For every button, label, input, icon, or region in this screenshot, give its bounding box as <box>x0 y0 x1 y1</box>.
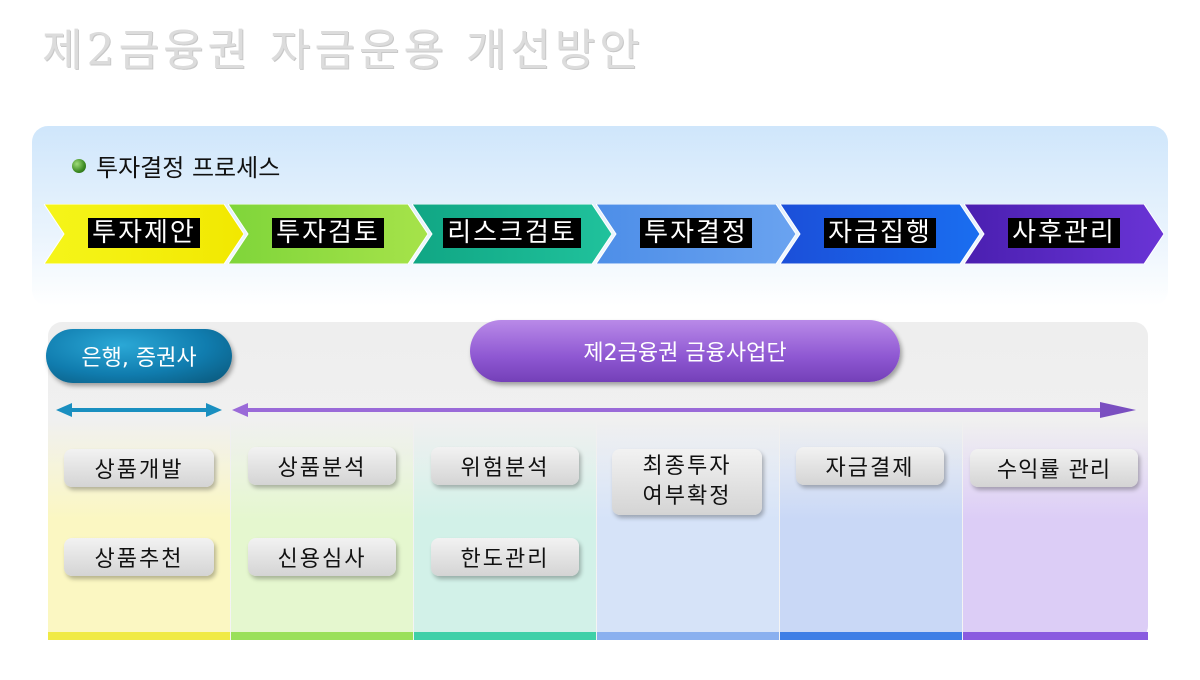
tag-credit-review: 신용심사 <box>248 538 396 576</box>
biz-scope-arrow <box>232 402 1136 418</box>
step-4-label: 투자결정 <box>640 218 752 248</box>
column-5-bar <box>780 632 962 640</box>
process-heading-text: 투자결정 프로세스 <box>96 154 281 182</box>
tag-final-decision-line2: 여부확정 <box>642 484 732 509</box>
bank-scope-arrow <box>56 403 222 417</box>
step-4[interactable]: 투자결정 <box>596 204 796 264</box>
tag-return-mgmt: 수익률 관리 <box>970 449 1138 487</box>
step-1-label: 투자제안 <box>88 218 200 248</box>
tag-limit-mgmt: 한도관리 <box>431 538 579 576</box>
process-steps: 투자제안 투자검토 리스크검토 투자결정 자금집행 사후관리 <box>44 204 1164 264</box>
tag-product-analysis: 상품분석 <box>248 447 396 485</box>
column-6-bar <box>963 632 1148 640</box>
column-3-bar <box>414 632 596 640</box>
tag-fund-settlement: 자금결제 <box>796 447 944 485</box>
process-heading: 투자결정 프로세스 <box>72 148 280 183</box>
step-6[interactable]: 사후관리 <box>964 204 1164 264</box>
column-4-bar <box>597 632 779 640</box>
page-title: 제2금융권 자금운용 개선방안 <box>42 25 644 76</box>
tag-product-recommend: 상품추천 <box>64 538 214 576</box>
tag-product-dev: 상품개발 <box>64 449 214 487</box>
bank-group-label: 은행, 증권사 <box>46 329 232 383</box>
step-2-label: 투자검토 <box>272 218 384 248</box>
green-bullet-icon <box>72 158 86 173</box>
column-2-bar <box>231 632 413 640</box>
step-3[interactable]: 리스크검토 <box>412 204 612 264</box>
step-3-label: 리스크검토 <box>443 218 581 248</box>
step-5[interactable]: 자금집행 <box>780 204 980 264</box>
step-5-label: 자금집행 <box>824 218 936 248</box>
tag-risk-analysis: 위험분석 <box>431 447 579 485</box>
step-6-label: 사후관리 <box>1008 218 1120 248</box>
column-1-bar <box>48 632 230 640</box>
tag-final-decision-line1: 최종투자 <box>642 454 732 479</box>
tag-final-decision: 최종투자 여부확정 <box>612 449 762 515</box>
step-1[interactable]: 투자제안 <box>44 204 244 264</box>
biz-group-label: 제2금융권 금융사업단 <box>470 320 900 382</box>
step-2[interactable]: 투자검토 <box>228 204 428 264</box>
